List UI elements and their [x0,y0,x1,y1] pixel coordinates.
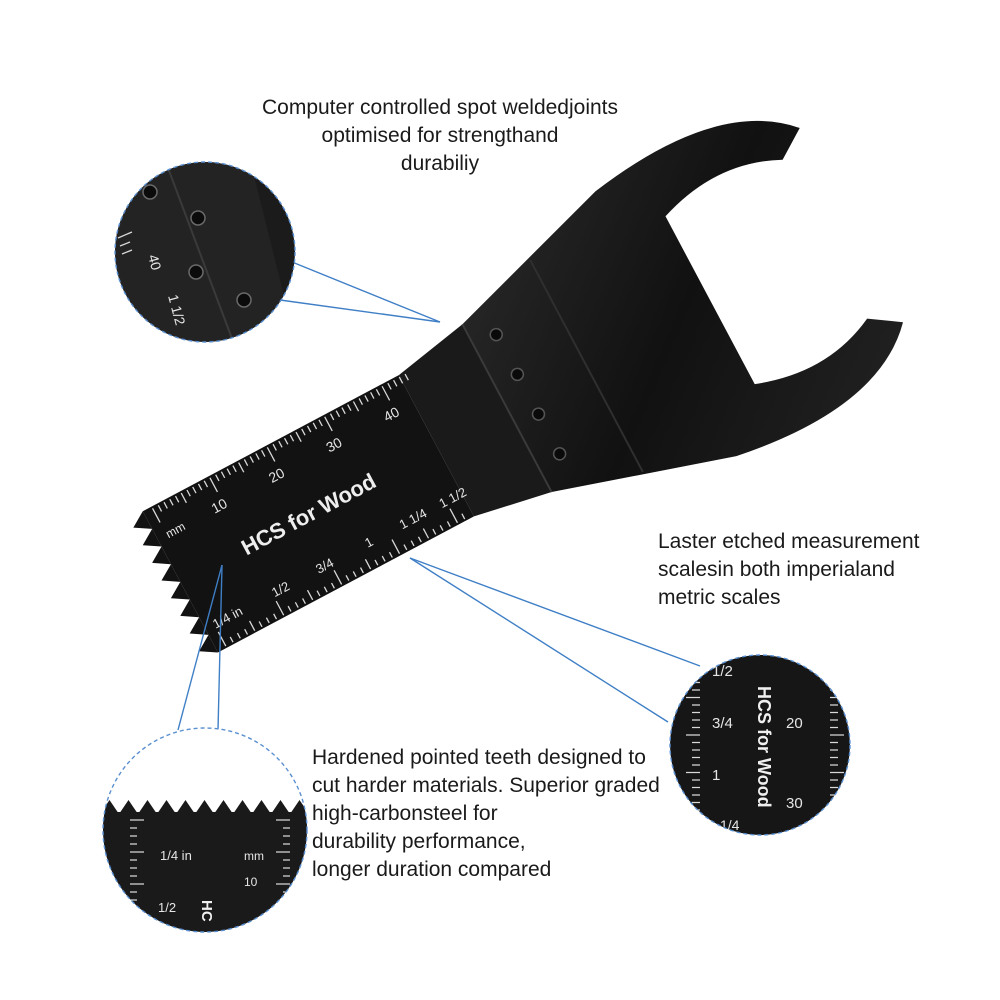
caption-line: metric scales [658,586,781,609]
saw-blade: HCS for Wood 10 20 30 40 mm 1/4 in 1/2 3… [133,120,904,653]
caption-line: Computer controlled spot weldedjoints [261,96,619,119]
metric-label: 40 [381,403,402,425]
zoom-label: 10 [244,875,258,889]
spot-weld-points [489,327,567,461]
callout-lines [177,261,701,731]
zoom-brand-text: HCS for Wood [754,686,774,808]
zoom-weld-detail: 40 1 1/2 [114,161,296,343]
zoom-scale-detail: 1/2 3/4 1 20 30 1/4 HCS for Wood [669,654,851,836]
imperial-label: 1/2 [269,578,292,600]
blade-mount-head [462,120,904,493]
zoom-label: HC [198,900,215,922]
caption-line: Hardened pointed teeth designed to [312,746,646,769]
caption-line: durability performance, [312,830,526,853]
zoom-label: 1/4 in [160,848,192,863]
zoom-label: mm [244,849,264,863]
imperial-label: 3/4 [313,555,336,577]
blade-cutting-section [142,375,474,653]
zoom-label: 30 [786,795,803,812]
caption-line: scalesin both imperialand [658,558,895,581]
zoom-label: 20 [786,715,803,732]
zoom-label: 1/2 [712,663,733,680]
caption-line: cut harder materials. Superior graded [312,774,660,797]
zoom-label: 40 [145,253,165,272]
metric-scale-ticks [151,373,409,523]
zoom-teeth-detail: 1/4 in mm 10 1/2 HC [102,727,308,933]
caption-line: high-carbonsteel for [312,802,498,825]
caption-line: longer duration compared [312,858,552,881]
metric-label: 20 [266,464,287,486]
zoom-label: 1 1/2 [165,293,189,327]
caption-hardened-teeth: Hardened pointed teeth designed to cut h… [312,744,672,884]
zoom-label: 1/4 [720,817,740,833]
zoom-label: 1/2 [158,900,176,915]
caption-welded-joints: Computer controlled spot weldedjoints op… [230,94,650,178]
caption-line: durabiliy [400,152,480,175]
star-mount-cutouts [710,192,835,340]
imperial-scale-ticks [217,508,466,647]
metric-label: 10 [209,495,230,517]
zoom-label: 3/4 [712,715,733,732]
zoom-label: 1 [712,767,720,784]
caption-line: Laster etched measurement [658,530,920,553]
caption-measurement-scales: Laster etched measurement scalesin both … [658,528,988,612]
metric-label: 30 [323,434,344,456]
blade-neck [398,324,552,517]
caption-line: optimised for strengthand [321,124,559,147]
blade-teeth [133,511,218,653]
